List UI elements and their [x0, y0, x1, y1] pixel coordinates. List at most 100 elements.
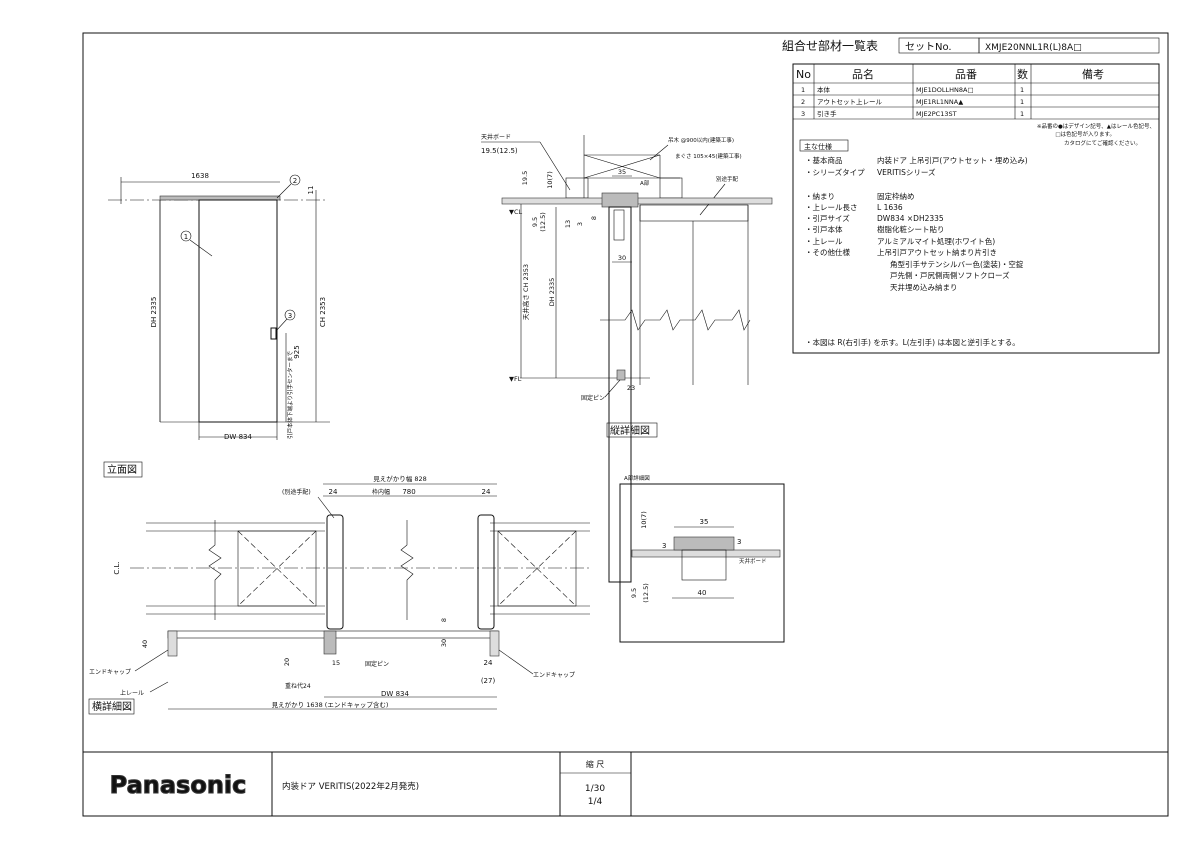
parts-list: 組合せ部材一覧表 セットNo. XMJE20NNL1R(L)8A□ No 品名 … [782, 37, 1160, 354]
vs-d-95: 9.5 [531, 217, 539, 227]
vs-d-ch: 天井高さ CH 2353 [521, 264, 530, 320]
dim-925: 925 [293, 345, 301, 358]
spec-value: 内装ドア 上吊引戸(アウトセット・埋め込み) [877, 155, 1028, 165]
da-d-95: 9.5 [630, 588, 638, 598]
hs-d-dw: DW 834 [381, 690, 409, 698]
hs-separate: (別途手配) [282, 488, 311, 496]
hs-pin: 固定ピン [365, 660, 389, 668]
dim-11: 11 [307, 186, 315, 195]
hs-d-40: 40 [141, 640, 149, 648]
panasonic-logo: Panasonic [110, 771, 247, 799]
vs-d-dh: DH 2335 [548, 278, 556, 307]
spec-value: アルミアルマイト処理(ホワイト色) [877, 236, 995, 246]
svg-text:アウトセット上レール: アウトセット上レール [817, 97, 883, 106]
upper-rail [159, 195, 281, 201]
dim-1638: 1638 [191, 172, 209, 180]
vs-fl: ▼FL [509, 375, 522, 383]
vs-d-125: (12.5) [539, 212, 547, 232]
dim-ch: CH 2353 [319, 297, 327, 327]
door-panel [198, 199, 278, 423]
spec-value: 樹脂化粧シート貼り [877, 224, 945, 234]
hs-d-24c: 24 [484, 659, 493, 667]
door-stile-left [326, 514, 344, 630]
hs-cl: C.L. [113, 561, 121, 574]
hs-d-20: 20 [283, 658, 291, 666]
spec-value: VERITISシリーズ [877, 167, 936, 177]
vs-d-35: 35 [618, 168, 626, 176]
elevation-label: 立面図 [107, 463, 137, 476]
th-no: No [796, 68, 811, 81]
table-row: 1 本体 MJE1DOLLHN8A□ 1 [801, 85, 1024, 94]
svg-text:3: 3 [801, 110, 805, 118]
spec-heading-box [799, 139, 849, 152]
svg-text:1: 1 [1020, 86, 1024, 94]
spec-label: ・上レール [805, 237, 843, 246]
vs-label: 縦詳細図 [610, 424, 650, 437]
hs-d-8: 8 [440, 618, 448, 622]
spec-label: ・シリーズタイプ [805, 167, 865, 177]
svg-text:1: 1 [1020, 110, 1024, 118]
vs-cl: ▼CL [509, 208, 523, 216]
svg-text:本体: 本体 [817, 85, 831, 94]
vs-separate: 別途手配 [716, 175, 739, 183]
svg-text:MJE1DOLLHN8A□: MJE1DOLLHN8A□ [916, 86, 974, 94]
spec-value: L 1636 [877, 203, 903, 212]
hs-label: 横詳細図 [92, 700, 132, 713]
set-label: セットNo. [905, 41, 952, 53]
table-row: 2 アウトセット上レール MJE1RL1NNA▲ 1 [801, 97, 1024, 106]
callout-2: 2 [293, 177, 297, 185]
hs-d-24b: 24 [482, 488, 491, 496]
da-board: 天井ボード [739, 557, 767, 565]
hs-endcap-right: エンドキャップ [533, 672, 575, 679]
spec-label: ・基本商品 [805, 155, 843, 165]
th-name: 品名 [852, 67, 874, 81]
scale-label: 縮 尺 [586, 759, 605, 769]
svg-text:引き手: 引き手 [817, 109, 837, 118]
hs-d-24a: 24 [329, 488, 338, 496]
spec-value: 固定枠納め [877, 191, 915, 201]
spec-label: ・引戸本体 [805, 224, 843, 234]
elevation-view: 1638 DH 2335 CH 2353 11 925 引戸本体下端より引手セン… [103, 172, 330, 478]
da-d-3b: 3 [737, 538, 741, 546]
th-qty: 数 [1017, 68, 1028, 81]
spec-label: ・納まり [805, 191, 835, 201]
callout-1: 1 [184, 233, 188, 241]
scale-2: 1/4 [588, 797, 603, 807]
vs-joist: まぐさ 105×45(建築工事) [675, 152, 742, 160]
dim-dh: DH 2335 [150, 297, 158, 328]
th-note: 備考 [1082, 68, 1104, 81]
hs-d-15: 15 [332, 659, 340, 667]
spec-extra: 角型引手サテンシルバー色(塗装)・空錠 [890, 259, 1024, 269]
da-d-3a: 3 [662, 542, 666, 550]
spec-note: ・本図は R(右引手) を示す。L(左引手) は本図と逆引手とする。 [805, 337, 1020, 347]
rail-profile [601, 192, 639, 208]
sheet-border [82, 32, 1169, 817]
dim-dw: DW 834 [224, 433, 252, 441]
hs-d-30: 30 [440, 639, 448, 647]
product-name: 内装ドア VERITIS(2022年2月発売) [282, 781, 419, 792]
da-d-40: 40 [698, 589, 707, 597]
th-code: 品番 [955, 68, 977, 81]
horizontal-section: 見えがかり幅 828 (別途手配) 24 枠内幅 780 24 C.L. 40 … [88, 474, 590, 715]
svg-text:1: 1 [1020, 98, 1024, 106]
vs-board-thk: 19.5(12.5) [481, 147, 518, 155]
svg-text:MJE2PC13ST: MJE2PC13ST [916, 110, 957, 118]
footnote-1: ※品番の●はデザイン記号、▲はレール色記号、 [1037, 122, 1155, 130]
hs-total: 見えがかり 1638 (エンドキャップ含む) [272, 700, 389, 709]
vs-pin: 固定ピン [581, 394, 605, 402]
title-block: Panasonic 内装ドア VERITIS(2022年2月発売) 縮 尺 1/… [109, 752, 632, 816]
spec-label: ・その他仕様 [805, 247, 850, 257]
svg-text:2: 2 [801, 98, 805, 106]
da-d-107: 10(7) [640, 511, 648, 528]
handle-note: 引戸本体下端より引手センターまで [286, 351, 294, 439]
vs-hanger: 吊木 @900以内(建築工事) [668, 136, 734, 144]
detail-a-label: A部詳細図 [624, 474, 650, 482]
table-row: 3 引き手 MJE2PC13ST 1 [801, 109, 1024, 118]
vs-d-195: 19.5 [521, 171, 529, 185]
footnote-3: カタログにてご確認ください。 [1064, 139, 1141, 147]
list-title: 組合せ部材一覧表 [782, 38, 878, 53]
detail-a-frame [619, 483, 785, 643]
vs-d-23: 23 [627, 384, 635, 392]
